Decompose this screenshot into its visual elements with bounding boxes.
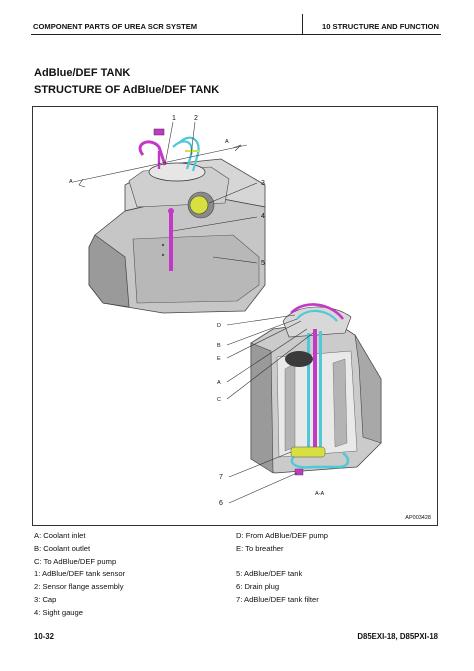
header-chapter-title: 10 STRUCTURE AND FUNCTION <box>321 22 439 31</box>
legend-item: A: Coolant inlet <box>34 531 86 540</box>
legend-item: E: To breather <box>236 543 284 553</box>
section-letter-a-right: A <box>225 139 229 145</box>
callout-5: 5 <box>261 260 265 267</box>
header-divider <box>302 14 303 34</box>
section-view <box>250 303 382 476</box>
callout-a: A <box>217 380 221 386</box>
legend-left: A: Coolant inlet B: Coolant outlet C: To… <box>34 530 125 620</box>
page-title: AdBlue/DEF TANK <box>34 67 131 79</box>
callout-6: 6 <box>219 500 223 507</box>
callout-b: B <box>217 343 221 349</box>
callout-c: C <box>217 397 221 403</box>
header-section-title: COMPONENT PARTS OF UREA SCR SYSTEM <box>33 22 198 31</box>
legend-item: 2: Sensor flange assembly <box>34 582 124 592</box>
legend-item: B: Coolant outlet <box>34 543 91 553</box>
legend-item: 7: AdBlue/DEF tank filter <box>236 594 319 604</box>
figure-frame: 1 2 3 4 5 A A <box>32 106 438 526</box>
legend-spacer <box>236 556 328 569</box>
legend-item: C: To AdBlue/DEF pump <box>34 556 117 566</box>
callout-7: 7 <box>219 474 223 481</box>
tank-illustration: 1 2 3 4 5 A A <box>69 115 382 507</box>
legend-item: D: From AdBlue/DEF pump <box>236 531 328 540</box>
callout-3: 3 <box>261 180 265 187</box>
legend-item: 6: Drain plug <box>236 582 280 592</box>
callout-4: 4 <box>261 213 265 220</box>
legend-item: 1: AdBlue/DEF tank sensor <box>34 569 126 579</box>
legend-right: D: From AdBlue/DEF pump E: To breather 5… <box>236 530 328 607</box>
page-number: 10-32 <box>34 632 54 641</box>
section-label: A-A <box>315 491 325 497</box>
legend-item: 4: Sight gauge <box>34 607 83 617</box>
upper-tank-view <box>72 128 266 314</box>
page-header: COMPONENT PARTS OF UREA SCR SYSTEM 10 ST… <box>31 12 441 35</box>
page-subtitle: STRUCTURE OF AdBlue/DEF TANK <box>34 84 220 96</box>
callout-2: 2 <box>194 115 198 122</box>
callout-e: E <box>217 356 221 362</box>
callout-d: D <box>217 323 221 329</box>
callout-1: 1 <box>172 115 176 122</box>
model-name: D85EXI-18, D85PXI-18 <box>357 632 438 641</box>
figure-id: AP003428 <box>405 515 431 521</box>
section-letter-a-left: A <box>69 179 73 185</box>
legend-item: 5: AdBlue/DEF tank <box>236 569 303 579</box>
legend-item: 3: Cap <box>34 594 57 604</box>
